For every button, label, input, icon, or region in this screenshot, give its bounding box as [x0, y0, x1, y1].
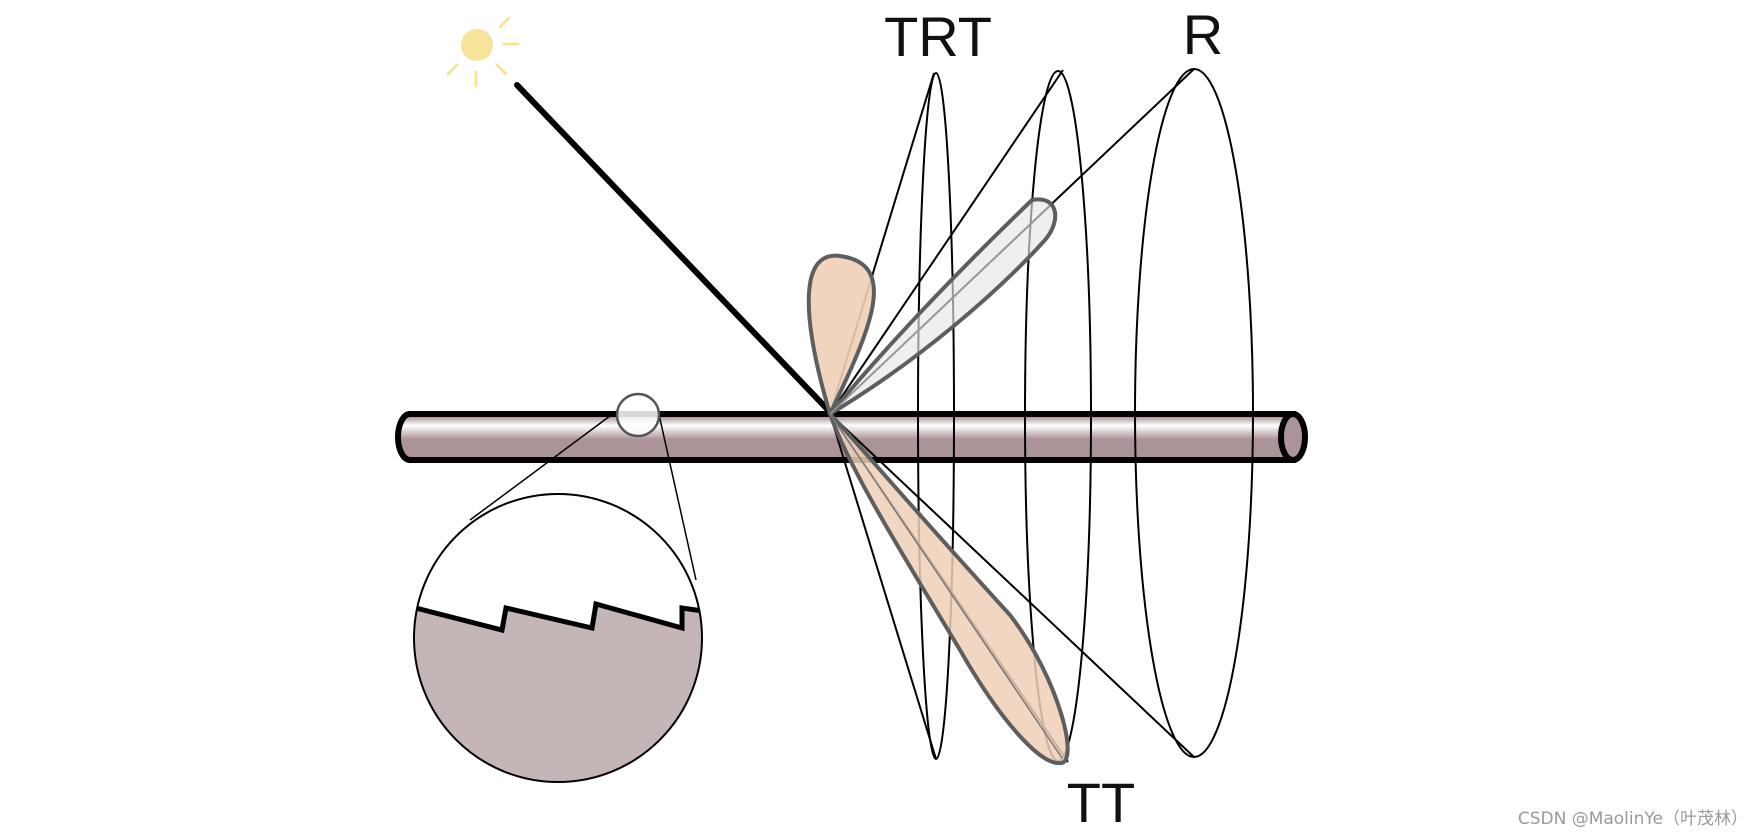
incident-ray — [514, 82, 835, 417]
tt-label: TT — [1067, 771, 1135, 834]
magnified-spot — [615, 392, 661, 438]
trt-lobe — [806, 253, 876, 416]
trt-label: TRT — [884, 5, 992, 68]
r-label: R — [1183, 3, 1223, 66]
watermark: CSDN @MaolinYe（叶茂林） — [1518, 809, 1748, 829]
scattering-lobes — [806, 197, 1070, 766]
cuticle-scales — [414, 600, 702, 782]
cuticle-magnifier — [413, 392, 703, 783]
sun-icon — [446, 16, 520, 88]
